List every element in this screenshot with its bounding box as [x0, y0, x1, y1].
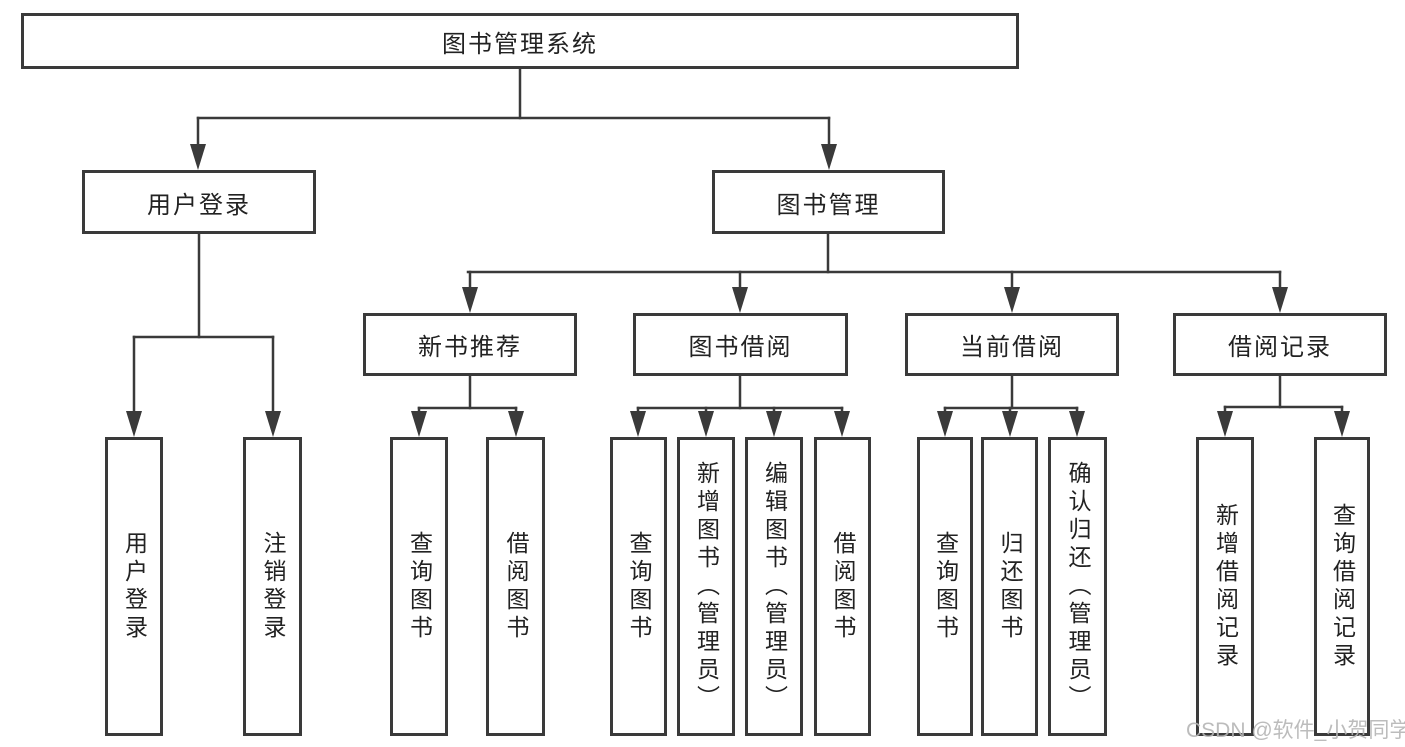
leaf-query-books-borrow: 查询图书 [610, 437, 667, 736]
leaf-borrow-books: 借阅图书 [814, 437, 871, 736]
leaf-return-books: 归还图书 [981, 437, 1038, 736]
leaf-query-borrow-record: 查询借阅记录 [1314, 437, 1370, 736]
node-root-system: 图书管理系统 [21, 13, 1019, 69]
leaf-add-book-admin: 新增图书（管理员） [677, 437, 735, 736]
leaf-query-books-current: 查询图书 [917, 437, 973, 736]
leaf-borrow-books-recommend: 借阅图书 [486, 437, 545, 736]
leaf-edit-book-admin: 编辑图书（管理员） [745, 437, 803, 736]
node-book-borrow: 图书借阅 [633, 313, 848, 376]
leaf-confirm-return-admin: 确认归还（管理员） [1048, 437, 1107, 736]
node-new-book-recommend: 新书推荐 [363, 313, 577, 376]
csdn-watermark: CSDN @软件_小贺同学 [1186, 719, 1405, 742]
leaf-logout: 注销登录 [243, 437, 302, 736]
node-user-login: 用户登录 [82, 170, 316, 234]
node-borrow-record: 借阅记录 [1173, 313, 1387, 376]
leaf-user-login: 用户登录 [105, 437, 163, 736]
leaf-query-books-recommend: 查询图书 [390, 437, 448, 736]
node-current-borrow: 当前借阅 [905, 313, 1119, 376]
arrowheads [126, 144, 1350, 437]
node-book-management: 图书管理 [712, 170, 945, 234]
leaf-add-borrow-record: 新增借阅记录 [1196, 437, 1254, 736]
